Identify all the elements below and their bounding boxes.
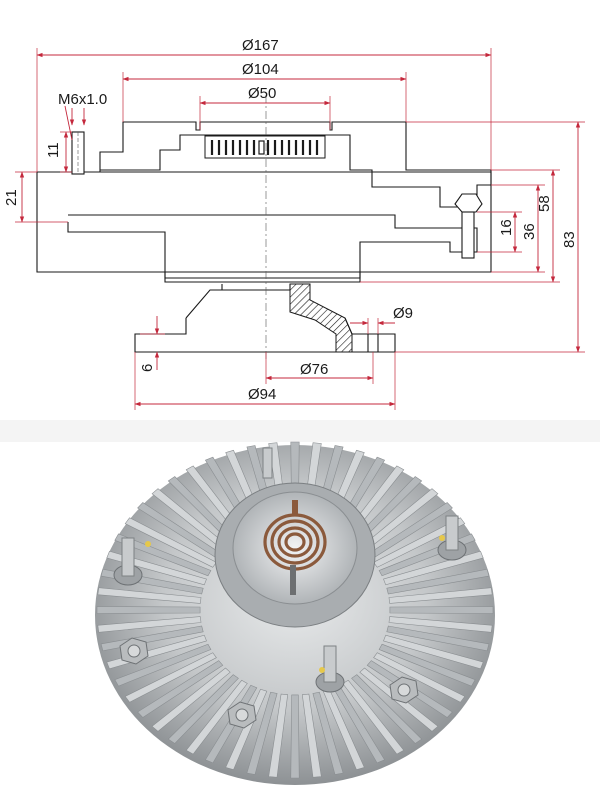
fin xyxy=(342,679,405,755)
mounting-studs xyxy=(113,447,467,693)
dim-hub-diameter: Ø50 xyxy=(248,85,276,102)
side-bolt xyxy=(454,193,483,259)
dim-thread: M6x1.0 xyxy=(58,91,107,108)
stud-bolt xyxy=(71,131,85,175)
dim-flange-thickness: 21 xyxy=(3,189,20,206)
fin xyxy=(96,606,201,614)
fin xyxy=(97,616,202,633)
fin xyxy=(301,693,322,778)
fin xyxy=(383,634,484,670)
dim-side-36: 36 xyxy=(521,223,538,240)
dim-base-thickness: 6 xyxy=(139,364,156,372)
fin xyxy=(151,667,231,732)
fin xyxy=(124,652,217,703)
hex-bolts xyxy=(119,637,419,729)
hatched-section xyxy=(289,283,353,353)
fin xyxy=(388,616,493,633)
dim-total-height: 83 xyxy=(561,231,578,248)
dim-bolt-circle: Ø76 xyxy=(300,361,328,378)
fin xyxy=(388,587,493,604)
fin xyxy=(114,533,212,577)
fin xyxy=(312,691,344,775)
dimension-lines xyxy=(15,48,585,410)
fin xyxy=(373,652,466,703)
fin xyxy=(97,587,202,604)
dim-side-58: 58 xyxy=(536,195,553,212)
hub-vent-slots xyxy=(204,135,326,159)
fin xyxy=(383,550,484,586)
dim-body-diameter: Ø104 xyxy=(242,61,279,78)
fin xyxy=(373,517,466,568)
fin xyxy=(268,693,289,778)
dim-side-16: 16 xyxy=(498,219,515,236)
dim-overall-diameter: Ø167 xyxy=(242,37,279,54)
fin xyxy=(246,691,278,775)
fin xyxy=(386,625,490,652)
fin xyxy=(290,694,300,779)
fin xyxy=(114,643,212,687)
dim-hole-diameter: Ø9 xyxy=(393,305,413,322)
fin xyxy=(351,674,423,744)
dim-base-diameter: Ø94 xyxy=(248,386,276,403)
dim-stud-height: 11 xyxy=(45,142,62,158)
product-photo xyxy=(0,420,600,785)
center-hub xyxy=(232,491,358,605)
technical-drawing: Ø167 Ø104 Ø50 M6x1.0 11 21 16 36 58 83 Ø… xyxy=(3,37,585,410)
fin xyxy=(225,688,268,771)
fin xyxy=(386,568,490,595)
fin xyxy=(378,643,476,687)
fin xyxy=(167,674,239,744)
fin xyxy=(137,660,224,718)
fin xyxy=(389,606,494,614)
fin xyxy=(185,679,248,755)
